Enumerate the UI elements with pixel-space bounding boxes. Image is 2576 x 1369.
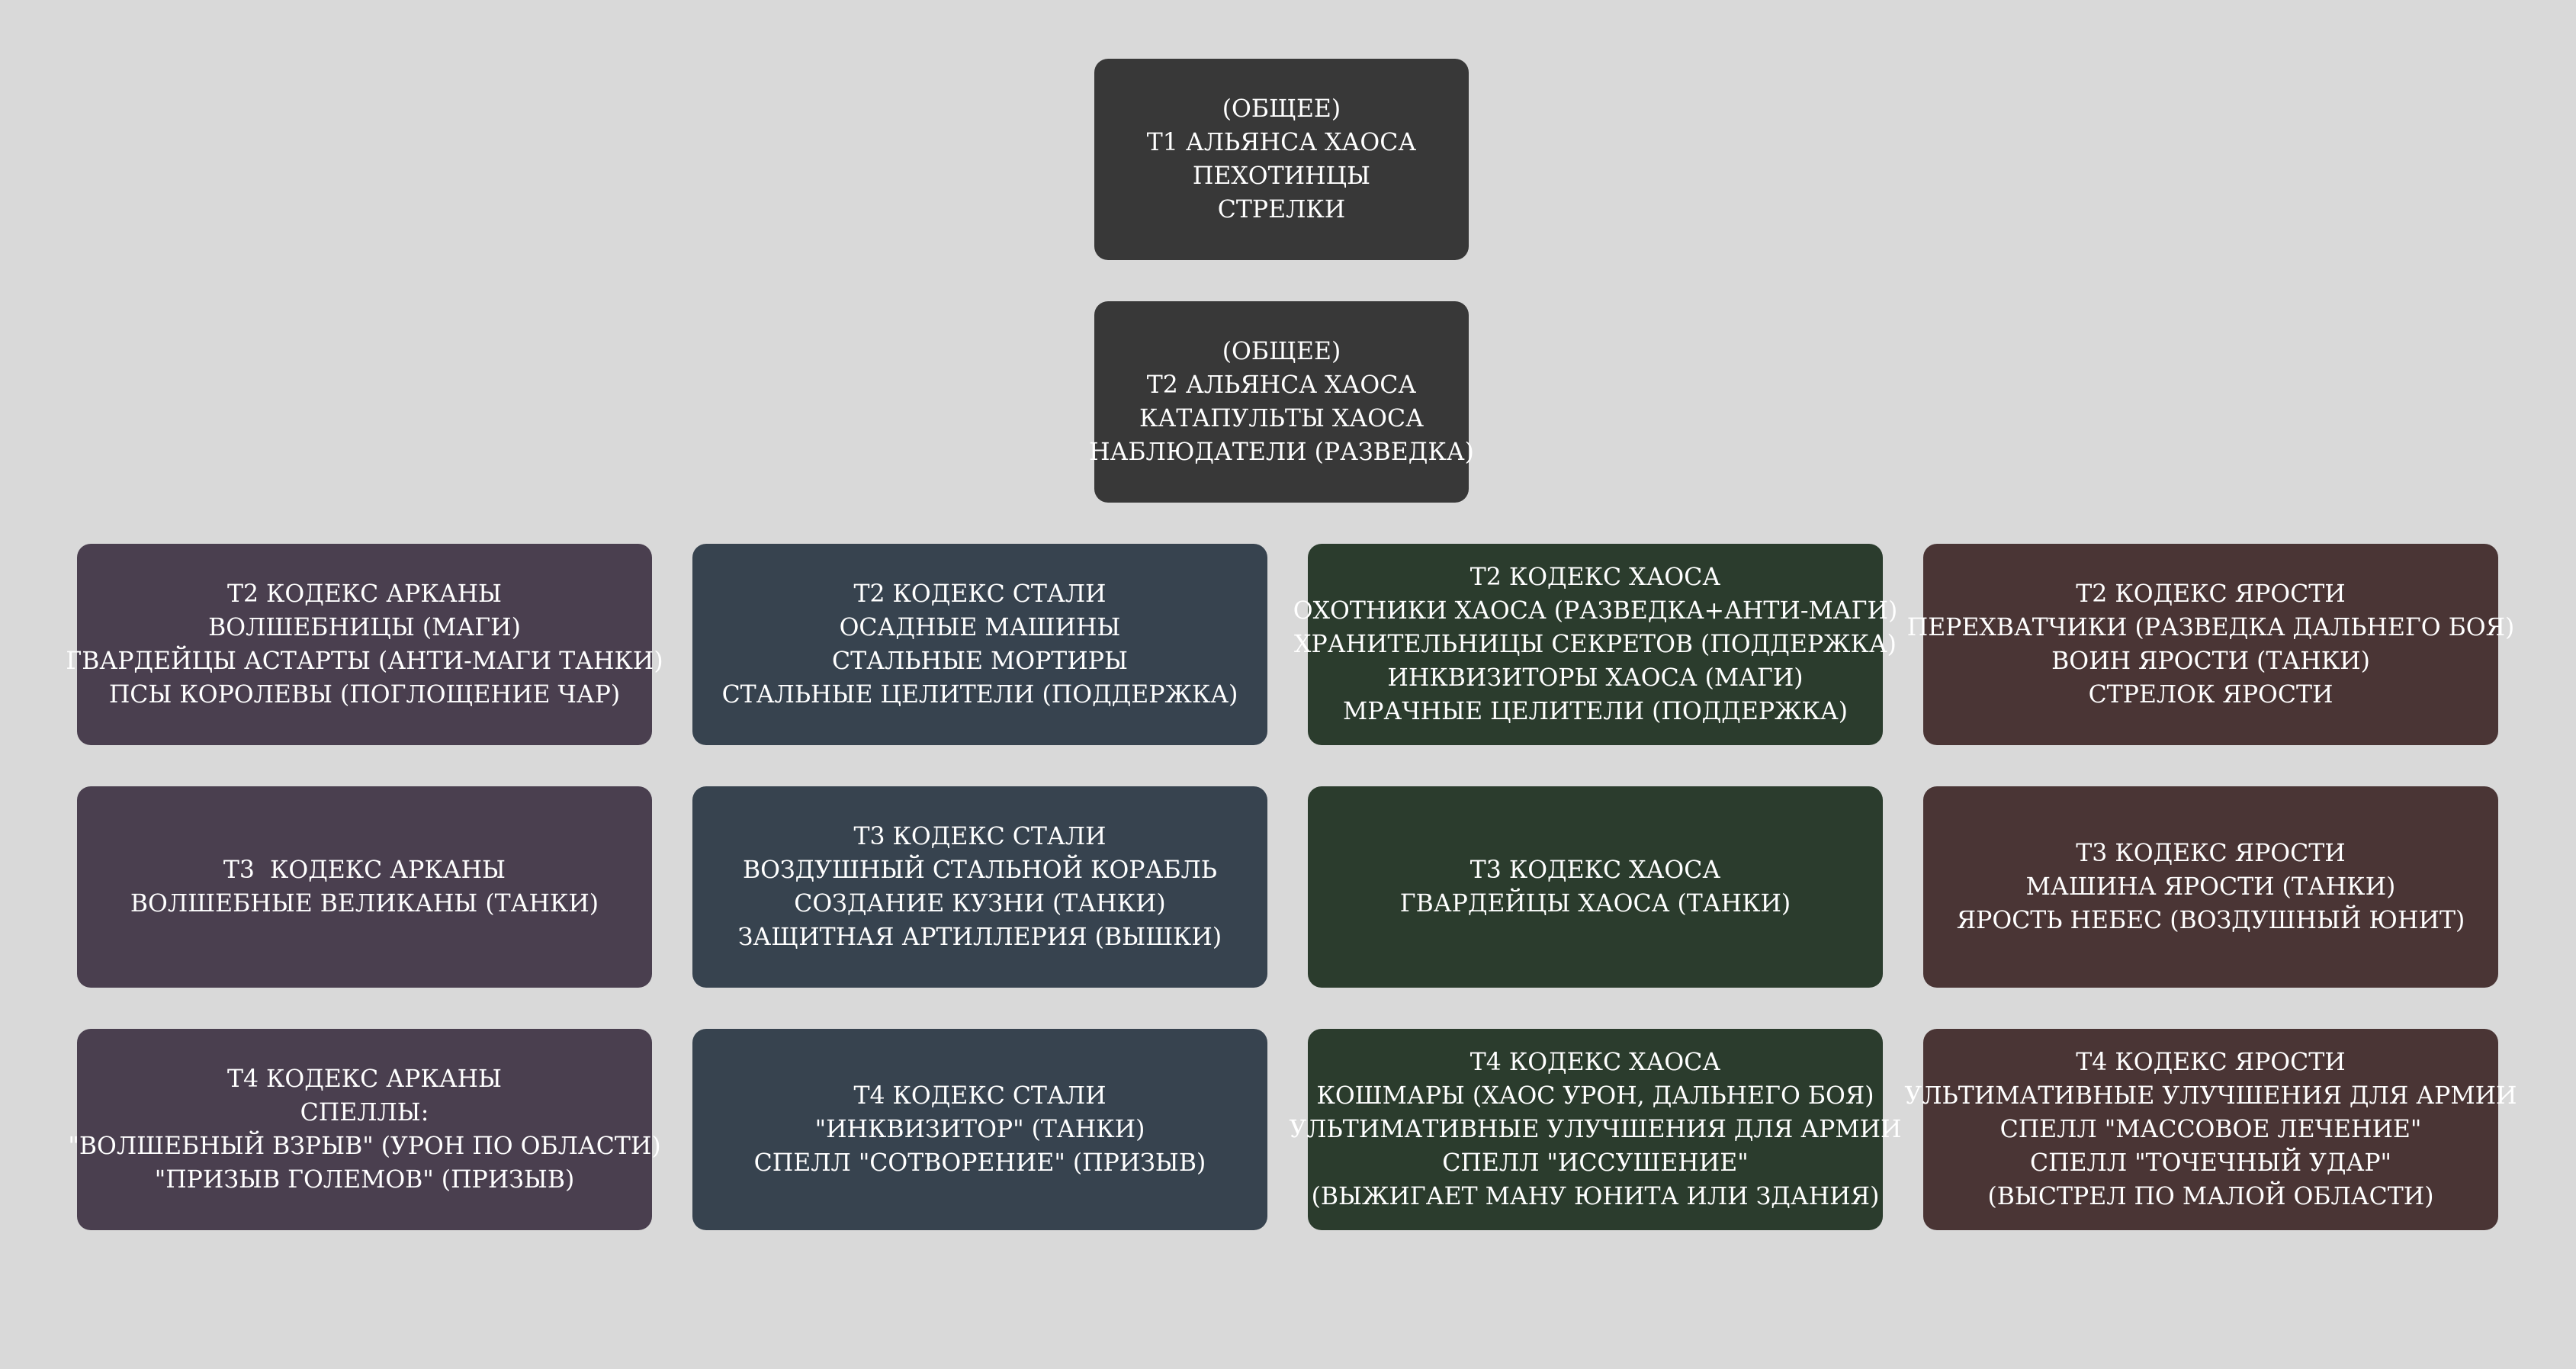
node-fury-t2: Т2 КОДЕКС ЯРОСТИ ПЕРЕХВАТЧИКИ (РАЗВЕДКА Д… [1907, 544, 2514, 745]
node-arcana-t2-text: Т2 КОДЕКС АРКАНЫ ВОЛШЕБНИЦЫ (МАГИ) ГВАРДЕЙ… [66, 577, 663, 712]
node-chaos-t4: Т4 КОДЕКС ХАОСА КОШМАРЫ (ХАОС УРОН, ДАЛЬН… [1289, 1029, 1902, 1230]
node-arcana-t3: Т3 КОДЕКС АРКАНЫ ВОЛШЕБНЫЕ ВЕЛИКАНЫ (ТАНК… [77, 786, 652, 988]
node-fury-t4: Т4 КОДЕКС ЯРОСТИ УЛЬТИМАТИВНЫЕ УЛУЧШЕНИЯ … [1904, 1029, 2517, 1230]
node-chaos-t2: Т2 КОДЕКС ХАОСА ОХОТНИКИ ХАОСА (РАЗВЕДКА+… [1293, 544, 1897, 745]
node-chaos-t2-line-4: ИНКВИЗИТОРЫ ХАОСА (МАГИ) [1387, 664, 1804, 692]
node-arcana-t4-line-2: СПЕЛЛЫ: [300, 1099, 429, 1126]
node-arcana-t3-text: Т3 КОДЕКС АРКАНЫ ВОЛШЕБНЫЕ ВЕЛИКАНЫ (ТАНК… [130, 853, 599, 921]
node-chaos-t4-line-2: КОШМАРЫ (ХАОС УРОН, ДАЛЬНЕГО БОЯ) [1316, 1082, 1874, 1110]
node-chaos-t4-line-3: УЛЬТИМАТИВНЫЕ УЛУЧШЕНИЯ ДЛЯ АРМИИ [1289, 1116, 1902, 1143]
node-general-t2-line-3: КАТАПУЛЬТЫ ХАОСА [1139, 405, 1424, 432]
node-steel-t2-line-2: ОСАДНЫЕ МАШИНЫ [839, 614, 1121, 641]
node-chaos-t3-line-1: Т3 КОДЕКС ХАОСА [1469, 856, 1721, 884]
node-arcana-t3-line-2: ВОЛШЕБНЫЕ ВЕЛИКАНЫ (ТАНКИ) [130, 890, 599, 917]
node-fury-t4-line-1: Т4 КОДЕКС ЯРОСТИ [2076, 1049, 2346, 1076]
node-fury-t4-line-3: СПЕЛЛ "МАССОВОЕ ЛЕЧЕНИЕ" [1999, 1116, 2422, 1143]
node-general-t2-line-4: НАБЛЮДАТЕЛИ (РАЗВЕДКА) [1089, 439, 1474, 466]
node-steel-t4-line-1: Т4 КОДЕКС СТАЛИ [853, 1082, 1107, 1110]
node-fury-t4-line-2: УЛЬТИМАТИВНЫЕ УЛУЧШЕНИЯ ДЛЯ АРМИИ [1904, 1082, 2517, 1110]
node-fury-t2-text: Т2 КОДЕКС ЯРОСТИ ПЕРЕХВАТЧИКИ (РАЗВЕДКА Д… [1907, 577, 2515, 712]
node-arcana-t4-text: Т4 КОДЕКС АРКАНЫ СПЕЛЛЫ: "ВОЛШЕБНЫЙ ВЗРЫВ"… [68, 1062, 660, 1197]
node-steel-t2-text: Т2 КОДЕКС СТАЛИ ОСАДНЫЕ МАШИНЫ СТАЛЬНЫЕ МО… [722, 577, 1238, 712]
node-chaos-t2-text: Т2 КОДЕКС ХАОСА ОХОТНИКИ ХАОСА (РАЗВЕДКА+… [1293, 561, 1897, 728]
node-arcana-t2-line-4: ПСЫ КОРОЛЕВЫ (ПОГЛОЩЕНИЕ ЧАР) [108, 681, 621, 709]
node-steel-t4-line-3: СПЕЛЛ "СОТВОРЕНИЕ" (ПРИЗЫВ) [753, 1149, 1206, 1177]
node-chaos-t2-line-3: ХРАНИТЕЛЬНИЦЫ СЕКРЕТОВ (ПОДДЕРЖКА) [1294, 631, 1897, 658]
node-steel-t2-line-1: Т2 КОДЕКС СТАЛИ [853, 580, 1107, 608]
node-arcana-t2-line-1: Т2 КОДЕКС АРКАНЫ [226, 580, 503, 608]
node-arcana-t2: Т2 КОДЕКС АРКАНЫ ВОЛШЕБНИЦЫ (МАГИ) ГВАРДЕЙ… [66, 544, 663, 745]
node-steel-t4-line-2: "ИНКВИЗИТОР" (ТАНКИ) [814, 1116, 1145, 1143]
node-general-t1-line-1: (ОБЩЕЕ) [1222, 95, 1341, 123]
node-steel-t3: Т3 КОДЕКС СТАЛИ ВОЗДУШНЫЙ СТАЛЬНОЙ КОРАБЛ… [692, 786, 1267, 988]
node-fury-t3-text: Т3 КОДЕКС ЯРОСТИ МАШИНА ЯРОСТИ (ТАНКИ) ЯРО… [1957, 837, 2465, 937]
node-general-t1-line-3: ПЕХОТИНЦЫ [1192, 162, 1371, 190]
node-steel-t2-line-4: СТАЛЬНЫЕ ЦЕЛИТЕЛИ (ПОДДЕРЖКА) [721, 681, 1238, 709]
node-arcana-t4-line-3: "ВОЛШЕБНЫЙ ВЗРЫВ" (УРОН ПО ОБЛАСТИ) [68, 1133, 661, 1160]
node-arcana-t4-line-1: Т4 КОДЕКС АРКАНЫ [226, 1065, 503, 1093]
node-fury-t4-text: Т4 КОДЕКС ЯРОСТИ УЛЬТИМАТИВНЫЕ УЛУЧШЕНИЯ … [1904, 1046, 2517, 1213]
node-general-t1-line-2: Т1 АЛЬЯНСА ХАОСА [1146, 129, 1417, 156]
node-arcana-t2-line-2: ВОЛШЕБНИЦЫ (МАГИ) [208, 614, 521, 641]
node-fury-t3-line-2: МАШИНА ЯРОСТИ (ТАНКИ) [2025, 873, 2396, 901]
node-steel-t4: Т4 КОДЕКС СТАЛИ "ИНКВИЗИТОР" (ТАНКИ) СПЕЛЛ… [692, 1029, 1267, 1230]
node-general-t1: (ОБЩЕЕ) Т1 АЛЬЯНСА ХАОСА ПЕХОТИНЦЫ СТРЕЛКИ [1094, 59, 1469, 260]
node-arcana-t3-line-1: Т3 КОДЕКС АРКАНЫ [223, 856, 506, 884]
node-steel-t2: Т2 КОДЕКС СТАЛИ ОСАДНЫЕ МАШИНЫ СТАЛЬНЫЕ МО… [692, 544, 1267, 745]
node-fury-t4-line-5: (ВЫСТРЕЛ ПО МАЛОЙ ОБЛАСТИ) [1987, 1183, 2434, 1210]
node-general-t1-text: (ОБЩЕЕ) Т1 АЛЬЯНСА ХАОСА ПЕХОТИНЦЫ СТРЕЛКИ [1147, 92, 1416, 227]
node-steel-t3-line-3: СОЗДАНИЕ КУЗНИ (ТАНКИ) [794, 890, 1166, 917]
node-fury-t2-line-2: ПЕРЕХВАТЧИКИ (РАЗВЕДКА ДАЛЬНЕГО БОЯ) [1906, 614, 2515, 641]
node-fury-t2-line-3: ВОИН ЯРОСТИ (ТАНКИ) [2051, 648, 2370, 675]
node-general-t1-line-4: СТРЕЛКИ [1217, 196, 1346, 223]
node-chaos-t3-line-2: ГВАРДЕЙЦЫ ХАОСА (ТАНКИ) [1399, 890, 1791, 917]
node-chaos-t2-line-2: ОХОТНИКИ ХАОСА (РАЗВЕДКА+АНТИ-МАГИ) [1293, 597, 1898, 625]
node-chaos-t3-text: Т3 КОДЕКС ХАОСА ГВАРДЕЙЦЫ ХАОСА (ТАНКИ) [1400, 853, 1791, 921]
node-steel-t3-line-4: ЗАЩИТНАЯ АРТИЛЛЕРИЯ (ВЫШКИ) [737, 924, 1222, 951]
node-steel-t3-line-2: ВОЗДУШНЫЙ СТАЛЬНОЙ КОРАБЛЬ [742, 856, 1218, 884]
node-steel-t3-line-1: Т3 КОДЕКС СТАЛИ [853, 823, 1107, 850]
node-chaos-t4-line-4: СПЕЛЛ "ИССУШЕНИЕ" [1442, 1149, 1749, 1177]
node-fury-t3-line-1: Т3 КОДЕКС ЯРОСТИ [2076, 840, 2346, 867]
node-steel-t4-text: Т4 КОДЕКС СТАЛИ "ИНКВИЗИТОР" (ТАНКИ) СПЕЛЛ… [754, 1079, 1206, 1180]
node-chaos-t2-line-5: МРАЧНЫЕ ЦЕЛИТЕЛИ (ПОДДЕРЖКА) [1342, 698, 1848, 725]
node-general-t2-line-1: (ОБЩЕЕ) [1222, 338, 1341, 365]
node-general-t2: (ОБЩЕЕ) Т2 АЛЬЯНСА ХАОСА КАТАПУЛЬТЫ ХАОСА Н… [1089, 301, 1474, 503]
node-general-t2-line-2: Т2 АЛЬЯНСА ХАОСА [1146, 371, 1417, 399]
node-steel-t3-text: Т3 КОДЕКС СТАЛИ ВОЗДУШНЫЙ СТАЛЬНОЙ КОРАБЛ… [738, 820, 1222, 954]
node-chaos-t4-text: Т4 КОДЕКС ХАОСА КОШМАРЫ (ХАОС УРОН, ДАЛЬН… [1289, 1046, 1901, 1213]
node-general-t2-text: (ОБЩЕЕ) Т2 АЛЬЯНСА ХАОСА КАТАПУЛЬТЫ ХАОСА Н… [1089, 335, 1474, 469]
node-chaos-t3: Т3 КОДЕКС ХАОСА ГВАРДЕЙЦЫ ХАОСА (ТАНКИ) [1308, 786, 1883, 988]
node-chaos-t4-line-1: Т4 КОДЕКС ХАОСА [1469, 1049, 1721, 1076]
node-chaos-t4-line-5: (ВЫЖИГАЕТ МАНУ ЮНИТА ИЛИ ЗДАНИЯ) [1311, 1183, 1880, 1210]
node-arcana-t4: Т4 КОДЕКС АРКАНЫ СПЕЛЛЫ: "ВОЛШЕБНЫЙ ВЗРЫВ"… [68, 1029, 661, 1230]
node-arcana-t4-line-4: "ПРИЗЫВ ГОЛЕМОВ" (ПРИЗЫВ) [154, 1166, 575, 1194]
node-fury-t2-line-4: СТРЕЛОК ЯРОСТИ [2088, 681, 2333, 709]
node-steel-t2-line-3: СТАЛЬНЫЕ МОРТИРЫ [832, 648, 1128, 675]
node-fury-t4-line-4: СПЕЛЛ "ТОЧЕЧНЫЙ УДАР" [2029, 1149, 2392, 1177]
node-fury-t2-line-1: Т2 КОДЕКС ЯРОСТИ [2076, 580, 2346, 608]
node-chaos-t2-line-1: Т2 КОДЕКС ХАОСА [1469, 564, 1721, 591]
node-arcana-t2-line-3: ГВАРДЕЙЦЫ АСТАРТЫ (АНТИ-МАГИ ТАНКИ) [66, 648, 663, 675]
node-fury-t3-line-3: ЯРОСТЬ НЕБЕС (ВОЗДУШНЫЙ ЮНИТ) [1956, 907, 2465, 934]
node-fury-t3: Т3 КОДЕКС ЯРОСТИ МАШИНА ЯРОСТИ (ТАНКИ) ЯРО… [1923, 786, 2498, 988]
